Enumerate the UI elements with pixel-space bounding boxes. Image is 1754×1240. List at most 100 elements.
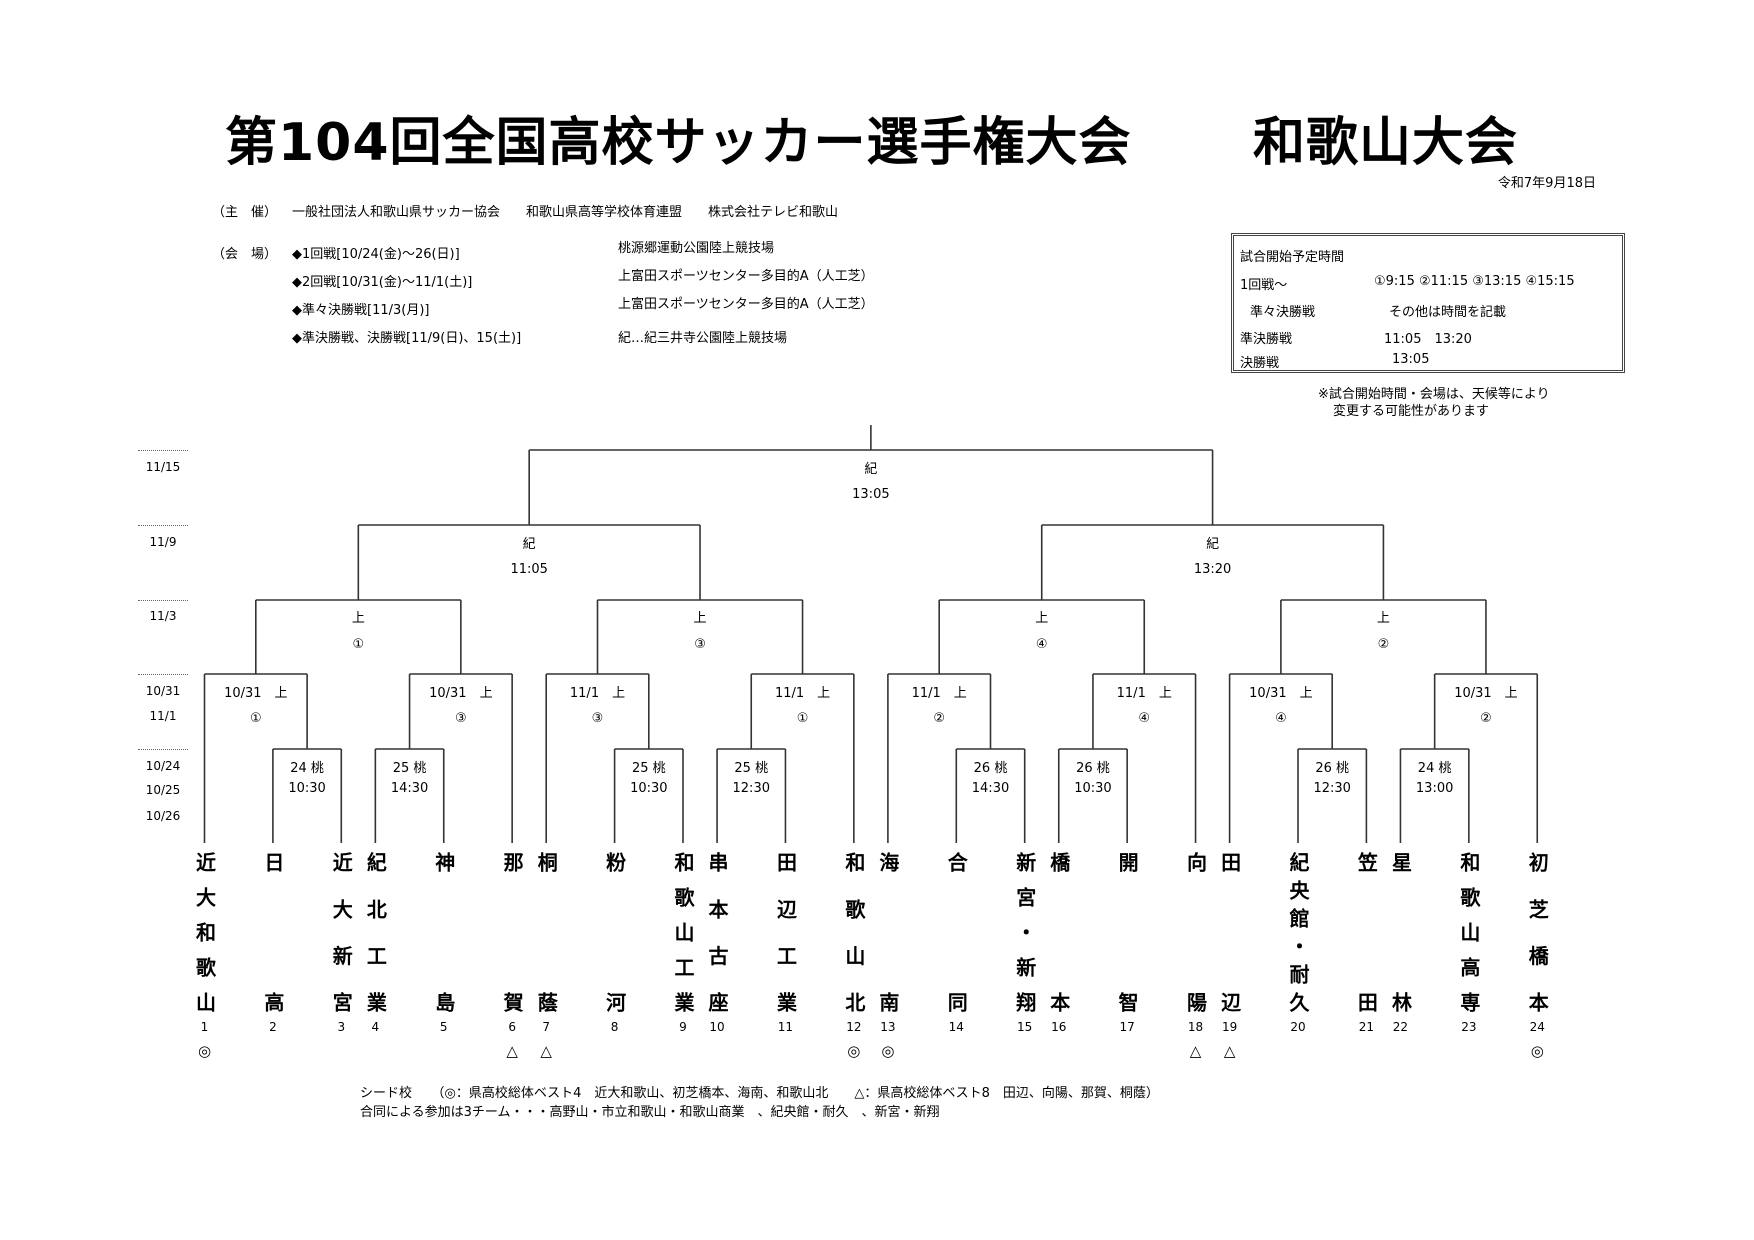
team-name: 近大和歌山 (192, 852, 217, 1012)
semifinal-venue: 紀 (1206, 537, 1219, 552)
seed-mark: △ (540, 1042, 552, 1060)
round1-time: 14:30 (391, 781, 428, 796)
semifinal-time: 11:05 (510, 562, 547, 577)
round1-time: 14:30 (972, 781, 1009, 796)
seed-mark: △ (506, 1042, 518, 1060)
quarterfinal-slot: ② (1378, 637, 1390, 652)
team-number: 8 (610, 1020, 619, 1034)
team-name: 田辺工業 (773, 852, 798, 1012)
team-name: 笠田 (1354, 852, 1379, 1012)
round2-date-venue: 11/1 上 (912, 686, 967, 701)
team-number: 3 (337, 1020, 346, 1034)
team-name: 紀央館・耐久 (1286, 852, 1310, 1012)
date-label: 10/25 (145, 783, 181, 797)
round1-time: 12:30 (1313, 781, 1350, 796)
round2-date-venue: 11/1 上 (570, 686, 625, 701)
seed-mark: ◎ (197, 1042, 212, 1060)
page-subtitle: 和歌山大会 (1253, 113, 1519, 173)
team-name: 紀北工業 (363, 852, 388, 1012)
round1-date-venue: 26 桃 (974, 761, 1008, 776)
round1-time: 12:30 (733, 781, 770, 796)
schedule-box: 試合開始予定時間 1回戦～ ①9:15 ②11:15 ③13:15 ④15:15… (1231, 233, 1625, 373)
round1-date-venue: 25 桃 (632, 761, 666, 776)
team-number: 21 (1358, 1020, 1375, 1034)
team-name: 和歌山北 (841, 852, 866, 1012)
round2-slot: ③ (592, 711, 604, 726)
round2-slot: ④ (1138, 711, 1150, 726)
date-label: 10/26 (145, 809, 181, 823)
team-name: 那賀 (500, 852, 525, 1012)
team-number: 16 (1051, 1020, 1067, 1034)
team-number: 12 (846, 1020, 862, 1034)
round2-date-venue: 10/31 上 (1249, 686, 1312, 701)
round2-date-venue: 11/1 上 (1117, 686, 1172, 701)
date-divider (138, 450, 188, 451)
team-number: 17 (1119, 1020, 1135, 1034)
date-divider (138, 674, 188, 675)
venue-round: ◆準決勝戦、決勝戦[11/9(日)、15(土)] (292, 331, 522, 346)
team-name: 桐蔭 (534, 852, 559, 1012)
round1-date-venue: 25 桃 (734, 761, 768, 776)
round2-date-venue: 10/31 上 (224, 686, 287, 701)
venue-name: 上富田スポーツセンター多目的A（人工芝） (618, 269, 874, 284)
team-number: 6 (508, 1020, 516, 1034)
round2-date-venue: 11/1 上 (775, 686, 830, 701)
round1-date-venue: 24 桃 (290, 761, 324, 776)
round1-time: 10:30 (1074, 781, 1111, 796)
team-name: 初芝橋本 (1525, 852, 1550, 1012)
quarterfinal-slot: ③ (694, 637, 706, 652)
seed-mark: △ (1189, 1042, 1202, 1060)
team-number: 2 (269, 1020, 277, 1034)
seed-mark: ◎ (1530, 1042, 1544, 1060)
team-number: 5 (439, 1020, 448, 1034)
quarterfinal-venue: 上 (1035, 611, 1048, 626)
schedule-label: 準決勝戦 (1240, 332, 1293, 347)
venue-name: 桃源郷運動公園陸上競技場 (618, 241, 775, 256)
schedule-value: ①9:15 ②11:15 ③13:15 ④15:15 (1374, 274, 1575, 289)
round1-time: 10:30 (288, 781, 325, 796)
schedule-label: 1回戦～ (1240, 278, 1288, 293)
schedule-label: 準々決勝戦 (1250, 305, 1316, 320)
final-time: 13:05 (852, 487, 889, 502)
schedule-title: 試合開始予定時間 (1240, 250, 1345, 265)
team-name: 新宮・新翔 (1012, 852, 1037, 1012)
semifinal-venue: 紀 (523, 537, 536, 552)
team-name: 合同 (944, 852, 969, 1012)
team-number: 13 (880, 1020, 896, 1034)
round1-date-venue: 26 桃 (1315, 761, 1349, 776)
round2-slot: ① (797, 711, 809, 726)
date-label: 11/15 (145, 460, 181, 474)
team-name: 和歌山工業 (671, 852, 695, 1012)
date-label: 10/24 (145, 759, 181, 773)
team-name: 神島 (431, 852, 456, 1012)
team-name: 向陽 (1183, 852, 1208, 1012)
date-label: 11/3 (149, 609, 177, 623)
round2-slot: ② (933, 711, 945, 726)
team-number: 24 (1529, 1020, 1545, 1034)
schedule-value: その他は時間を記載 (1389, 305, 1507, 320)
team-number: 19 (1221, 1020, 1238, 1034)
team-name: 橋本 (1046, 852, 1071, 1012)
venue-round: ◆準々決勝戦[11/3(月)] (292, 303, 430, 318)
schedule-note: ※試合開始時間・会場は、天候等により (1318, 387, 1550, 402)
team-number: 20 (1290, 1020, 1306, 1034)
date-divider (138, 600, 188, 601)
date-divider (138, 749, 188, 750)
round1-date-venue: 26 桃 (1076, 761, 1110, 776)
date-label: 11/1 (149, 709, 177, 723)
venues-label: （会 場） (212, 247, 278, 262)
organizers-text: 一般社団法人和歌山県サッカー協会 和歌山県高等学校体育連盟 株式会社テレビ和歌山 (292, 205, 839, 220)
semifinal-time: 13:20 (1194, 562, 1231, 577)
final-venue: 紀 (864, 462, 877, 477)
round1-time: 10:30 (630, 781, 667, 796)
team-name: 開智 (1115, 852, 1140, 1012)
footer-seed-note: シード校 （◎：県高校総体ベスト4 近大和歌山、初芝橋本、海南、和歌山北 △：県… (360, 1086, 1159, 1101)
team-name: 星林 (1388, 852, 1413, 1012)
team-name: 粉河 (602, 852, 627, 1012)
seed-mark: ◎ (881, 1042, 895, 1060)
team-number: 18 (1187, 1020, 1204, 1034)
round2-slot: ① (250, 711, 262, 726)
team-number: 4 (371, 1020, 380, 1034)
date-label: 10/31 (145, 684, 181, 698)
team-name: 和歌山高専 (1456, 852, 1481, 1012)
